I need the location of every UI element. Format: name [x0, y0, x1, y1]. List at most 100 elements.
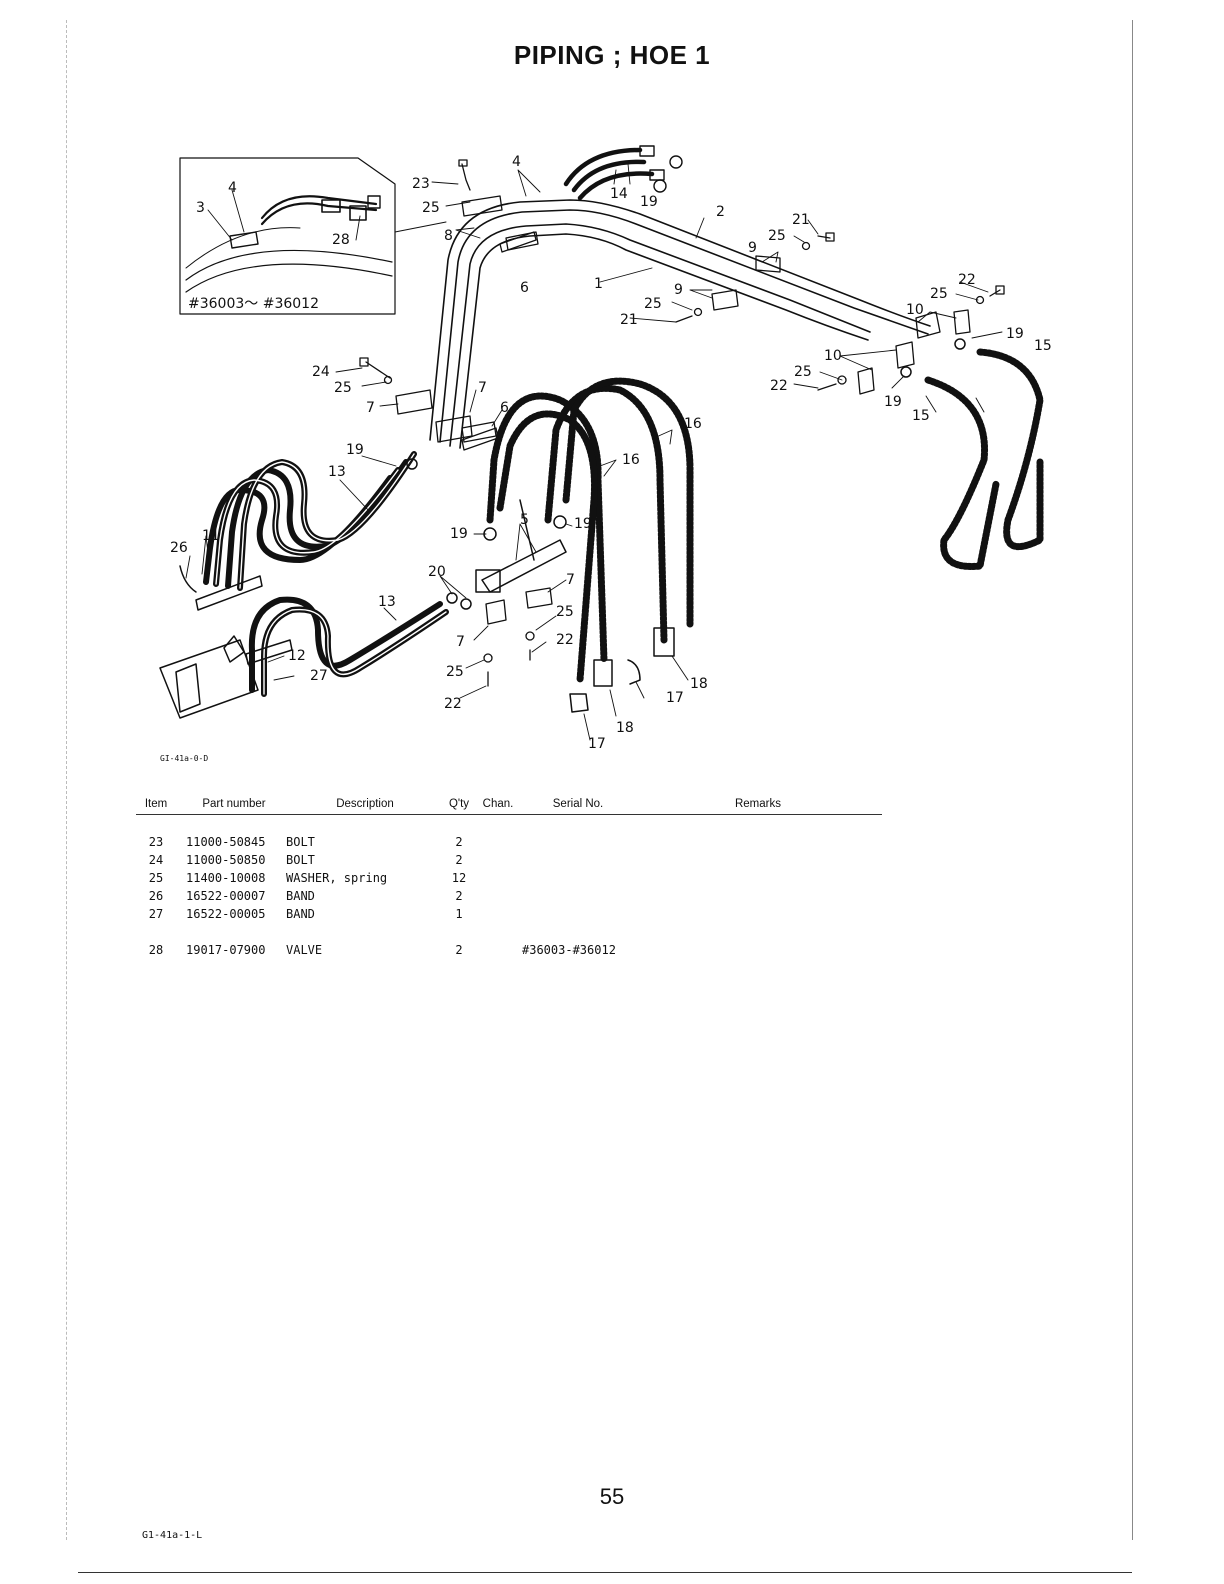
- header-part-number: Part number: [176, 798, 282, 815]
- row-description: VALVE: [286, 943, 323, 957]
- inset-detail: [179, 157, 447, 315]
- callout-25-h: 25: [446, 664, 464, 680]
- row-chan: [474, 941, 522, 959]
- row-qty: 2: [455, 835, 463, 849]
- bottom-rule: [78, 1572, 1132, 1573]
- callout-6-mid: 6: [500, 400, 509, 416]
- row-remarks: [634, 905, 882, 923]
- callout-23: 23: [412, 176, 430, 192]
- end-fittings: [569, 627, 675, 713]
- callout-15-a: 15: [1034, 338, 1052, 354]
- row-description: BAND: [286, 889, 315, 903]
- header-remarks: Remarks: [634, 798, 882, 815]
- row-remarks: [634, 869, 882, 887]
- callout-9-a: 9: [748, 240, 757, 256]
- callout-14: 14: [610, 186, 628, 202]
- leader-lines: [185, 163, 1003, 741]
- table-row: 28 19017-07900 VALVE 2 #36003-#36012: [136, 941, 882, 959]
- left-margin-line: [66, 20, 67, 1540]
- short-hoses: [563, 147, 655, 201]
- callout-26: 26: [170, 540, 188, 556]
- callout-16-b: 16: [622, 452, 640, 468]
- row-qty: 12: [451, 871, 467, 885]
- callout-28: 28: [332, 232, 350, 248]
- callout-22-a: 22: [958, 272, 976, 288]
- row-remarks: [634, 941, 882, 959]
- callout-4-inset: 4: [228, 180, 237, 196]
- row-part-number: 11000-50845: [186, 835, 266, 849]
- callout-numbers: 1 2 3 4 4 5 6 6 7 7 7 7 8 9 9 10 10 11 1…: [170, 154, 1052, 752]
- callout-5: 5: [520, 512, 529, 528]
- black-hoses: [203, 451, 449, 697]
- pads: [461, 231, 537, 451]
- footer-code: G1-41a-1-L: [142, 1530, 203, 1541]
- row-part-number: 11400-10008: [186, 871, 266, 885]
- callout-18-a: 18: [616, 720, 634, 736]
- row-description: BAND: [286, 907, 315, 921]
- callout-7-a: 7: [366, 400, 375, 416]
- header-serial: Serial No.: [522, 798, 634, 815]
- callout-7-b: 7: [478, 380, 487, 396]
- callout-21-a: 21: [792, 212, 810, 228]
- callout-12: 12: [288, 648, 306, 664]
- spiral-hoses-right: [924, 348, 1044, 570]
- callout-19-right: 19: [1006, 326, 1024, 342]
- row-part-number: 11000-50850: [186, 853, 266, 867]
- row-chan: [474, 905, 522, 923]
- callout-19-mid: 19: [884, 394, 902, 410]
- pipe-clamps: [395, 195, 971, 625]
- parts-table: Item Part number Description Q'ty Chan. …: [136, 798, 882, 959]
- callout-10-a: 10: [906, 302, 924, 318]
- valve-block-and-bands: [159, 565, 293, 719]
- callout-10-b: 10: [824, 348, 842, 364]
- row-remarks: [634, 833, 882, 851]
- exploded-piping-diagram: 1 2 3 4 4 5 6 6 7 7 7 7 8 9 9 10 10 11 1…: [159, 145, 1052, 752]
- row-serial: [522, 869, 634, 887]
- callout-8: 8: [444, 228, 453, 244]
- callout-13-b: 13: [378, 594, 396, 610]
- callout-25-b: 25: [768, 228, 786, 244]
- row-description: BOLT: [286, 853, 315, 867]
- callout-27: 27: [310, 668, 328, 684]
- callout-19-left: 19: [346, 442, 364, 458]
- callout-6-top: 6: [520, 280, 529, 296]
- callout-25-a: 25: [422, 200, 440, 216]
- callout-25-e: 25: [794, 364, 812, 380]
- callout-16-a: 16: [684, 416, 702, 432]
- row-part-number: 16522-00005: [186, 907, 266, 921]
- row-item: 23: [148, 835, 164, 849]
- header-qty: Q'ty: [444, 798, 474, 815]
- row-qty: 1: [455, 907, 463, 921]
- callout-25-d: 25: [644, 296, 662, 312]
- short-hose-fittings: [639, 145, 683, 193]
- rigid-pipes: [429, 199, 931, 449]
- callout-20: 20: [428, 564, 446, 580]
- row-chan: [474, 833, 522, 851]
- callout-22-b: 22: [770, 378, 788, 394]
- callout-15-b: 15: [912, 408, 930, 424]
- callout-21-b: 21: [620, 312, 638, 328]
- row-qty: 2: [455, 853, 463, 867]
- page-number: 55: [599, 1484, 625, 1509]
- row-item: 24: [148, 853, 164, 867]
- row-part-number: 16522-00007: [186, 889, 266, 903]
- callout-1: 1: [594, 276, 603, 292]
- row-serial: [522, 887, 634, 905]
- callout-3: 3: [196, 200, 205, 216]
- row-serial: [522, 905, 634, 923]
- callout-22-c: 22: [556, 632, 574, 648]
- table-row: 25 11400-10008 WASHER, spring 12: [136, 869, 882, 887]
- joint-block: [475, 499, 567, 593]
- row-serial: [522, 851, 634, 869]
- header-description: Description: [282, 798, 444, 815]
- callout-4: 4: [512, 154, 521, 170]
- callout-25-g: 25: [556, 604, 574, 620]
- callout-22-d: 22: [444, 696, 462, 712]
- callout-19-hose-a: 19: [450, 526, 468, 542]
- callout-25-c: 25: [930, 286, 948, 302]
- callout-24: 24: [312, 364, 330, 380]
- page-title: PIPING ; HOE 1: [513, 40, 711, 70]
- row-chan: [474, 851, 522, 869]
- callout-2: 2: [716, 204, 725, 220]
- row-remarks: [634, 851, 882, 869]
